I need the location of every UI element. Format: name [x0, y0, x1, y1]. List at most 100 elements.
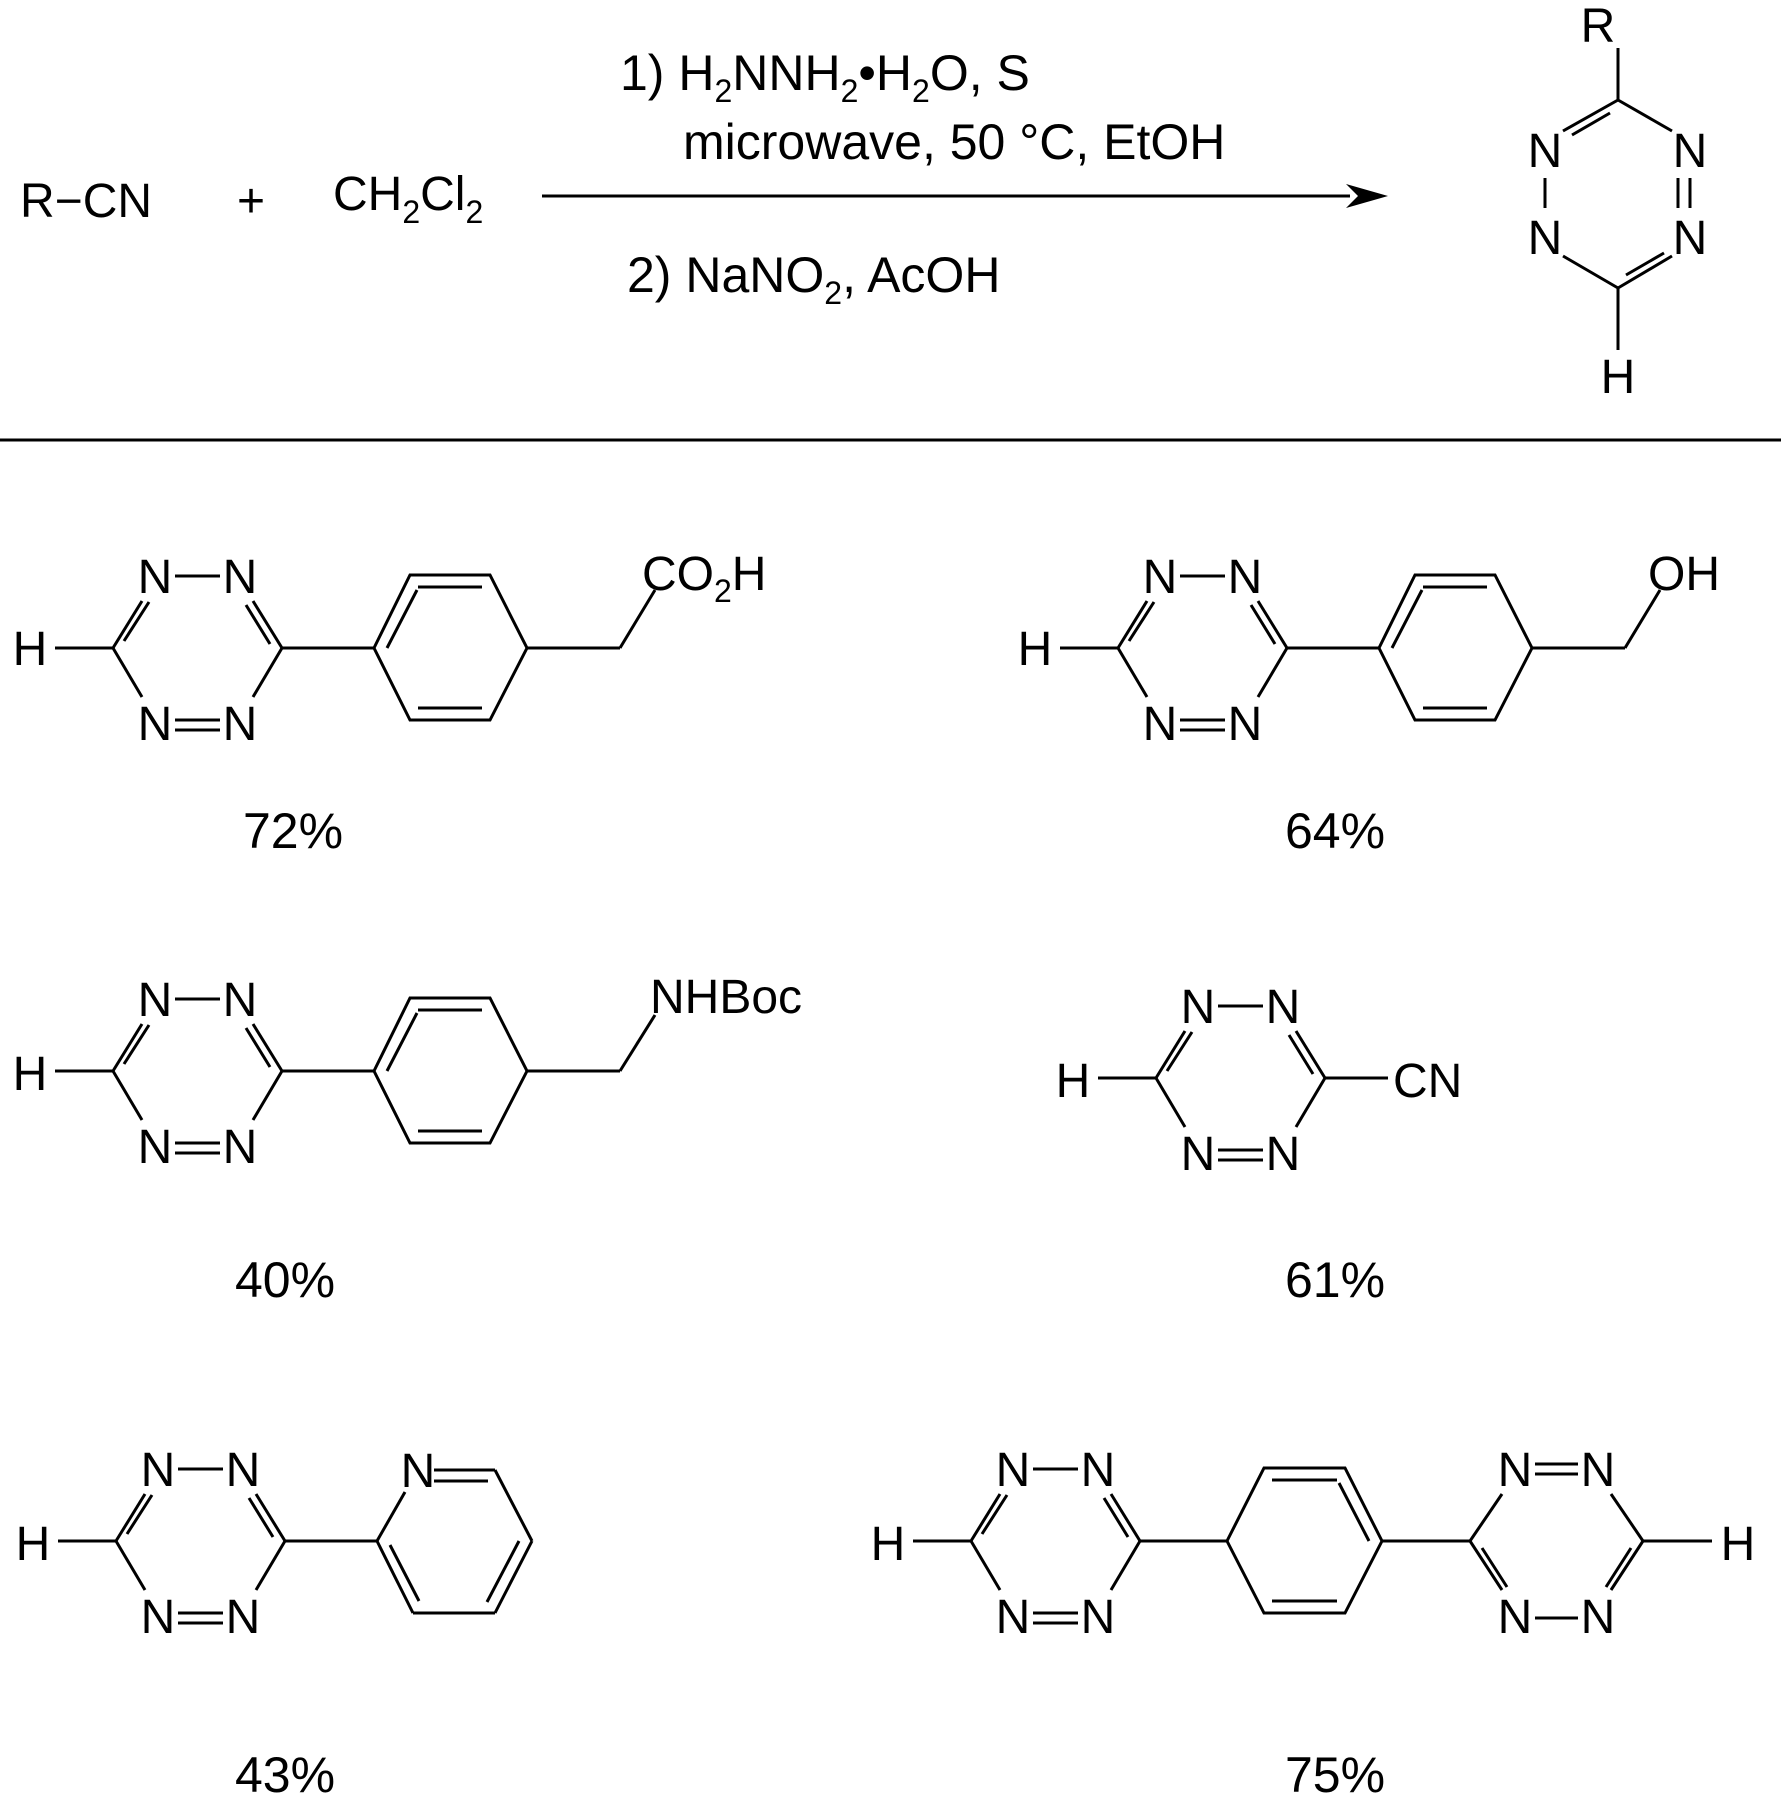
- n-label: N: [138, 698, 173, 751]
- plus-sign: +: [237, 175, 265, 228]
- bond: [122, 1024, 151, 1065]
- bond: [493, 1469, 534, 1542]
- bond: [1617, 98, 1673, 133]
- compound-2: H N N N N OH 64%: [1018, 548, 1720, 859]
- bond: [618, 1014, 657, 1072]
- substituent-label: N: [401, 1445, 436, 1498]
- n-label: N: [1498, 1444, 1533, 1497]
- compound-3: H N N N N NHBoc 40%: [13, 971, 802, 1308]
- bond: [1102, 1497, 1130, 1538]
- n-label: N: [1266, 1128, 1301, 1181]
- n-label: N: [223, 551, 258, 604]
- benzene-ring: [1287, 573, 1534, 722]
- yield-label: 72%: [243, 803, 343, 859]
- bond: [1390, 589, 1424, 649]
- n-label: N: [223, 974, 258, 1027]
- n-label: N: [996, 1444, 1031, 1497]
- h-label: H: [1601, 351, 1636, 404]
- benzene-ring: [1140, 1466, 1470, 1615]
- n1-label: N: [1528, 125, 1563, 178]
- bond: [1468, 1540, 1504, 1591]
- nitrile-reactant: R−CN: [20, 175, 152, 228]
- condition-step-2: 2) NaNO2, AcOH: [627, 247, 1000, 311]
- bond: [969, 1540, 1002, 1591]
- n4-label: N: [1673, 212, 1708, 265]
- n-label: N: [1081, 1444, 1116, 1497]
- bond: [1617, 254, 1673, 290]
- bond: [1256, 600, 1289, 649]
- bond: [385, 1012, 419, 1072]
- bond: [1249, 604, 1277, 645]
- bond: [1256, 647, 1289, 698]
- bond: [1609, 1540, 1645, 1591]
- n-label: N: [1143, 551, 1178, 604]
- bond: [1154, 1030, 1187, 1079]
- bond: [1609, 1493, 1645, 1542]
- bond: [372, 573, 529, 722]
- n-label: N: [1081, 1591, 1116, 1644]
- n-label: N: [1581, 1444, 1616, 1497]
- n-label: N: [996, 1591, 1031, 1644]
- general-reaction: R−CN + CH2Cl2 1) H2NNH2•H2O, S microwave…: [20, 0, 1707, 404]
- bond: [251, 1023, 284, 1072]
- substituent-label: CN: [1393, 1055, 1462, 1108]
- bond: [1116, 647, 1149, 698]
- n-label: N: [1498, 1591, 1533, 1644]
- bond: [111, 600, 144, 649]
- bond: [485, 1540, 521, 1603]
- bond: [1225, 1466, 1384, 1615]
- dichloromethane-reactant: CH2Cl2: [333, 168, 483, 230]
- bond: [618, 589, 657, 649]
- n-label: N: [223, 1121, 258, 1174]
- bond: [1377, 573, 1534, 722]
- n-label: N: [223, 698, 258, 751]
- compound-5: H N N N N N: [16, 1444, 534, 1800]
- condition-step-1: 1) H2NNH2•H2O, S: [620, 45, 1030, 109]
- bond: [388, 1544, 421, 1602]
- yield-label: 43%: [235, 1747, 335, 1800]
- bond: [1623, 589, 1662, 649]
- bond: [111, 1070, 144, 1121]
- h-label: H: [13, 623, 48, 676]
- bond: [111, 1023, 144, 1072]
- n-label: N: [138, 1121, 173, 1174]
- n-label: N: [141, 1444, 176, 1497]
- n-label: N: [1266, 981, 1301, 1034]
- bond: [980, 1494, 1009, 1535]
- bond: [125, 1494, 154, 1535]
- bond: [1468, 1493, 1504, 1542]
- bond: [1562, 254, 1619, 290]
- bond: [1480, 1547, 1509, 1588]
- bond: [251, 600, 284, 649]
- compound-6: H N N N N N N N N: [871, 1444, 1756, 1800]
- bond: [375, 1540, 415, 1614]
- yield-label: 61%: [1285, 1252, 1385, 1308]
- n-label: N: [1181, 1128, 1216, 1181]
- yield-label: 75%: [1285, 1747, 1385, 1800]
- bond: [251, 647, 284, 698]
- tetrazine-ring: H N N N N: [1018, 551, 1289, 751]
- benzene-ring: [282, 573, 529, 722]
- h-label: H: [1056, 1055, 1091, 1108]
- bond: [111, 647, 144, 698]
- n-label: N: [226, 1444, 261, 1497]
- tetrazine-ring: H N N N N: [16, 1444, 287, 1644]
- n-label: N: [1228, 551, 1263, 604]
- reaction-arrow-head: [1346, 184, 1388, 208]
- bond: [385, 589, 419, 649]
- tetrazine-ring: H N N N N: [1056, 981, 1327, 1181]
- n-label: N: [1181, 981, 1216, 1034]
- bond: [254, 1540, 287, 1591]
- general-product-tetrazine: R H N N N N: [1528, 0, 1708, 404]
- h-label: H: [16, 1518, 51, 1571]
- bond: [1625, 251, 1665, 277]
- n-label: N: [138, 551, 173, 604]
- bond: [1562, 98, 1619, 133]
- n-label: N: [226, 1591, 261, 1644]
- bond: [254, 1493, 287, 1542]
- bond: [114, 1493, 147, 1542]
- n2-label: N: [1673, 125, 1708, 178]
- tetrazine-ring-left: H N N N N: [871, 1444, 1142, 1644]
- h-label: H: [1018, 623, 1053, 676]
